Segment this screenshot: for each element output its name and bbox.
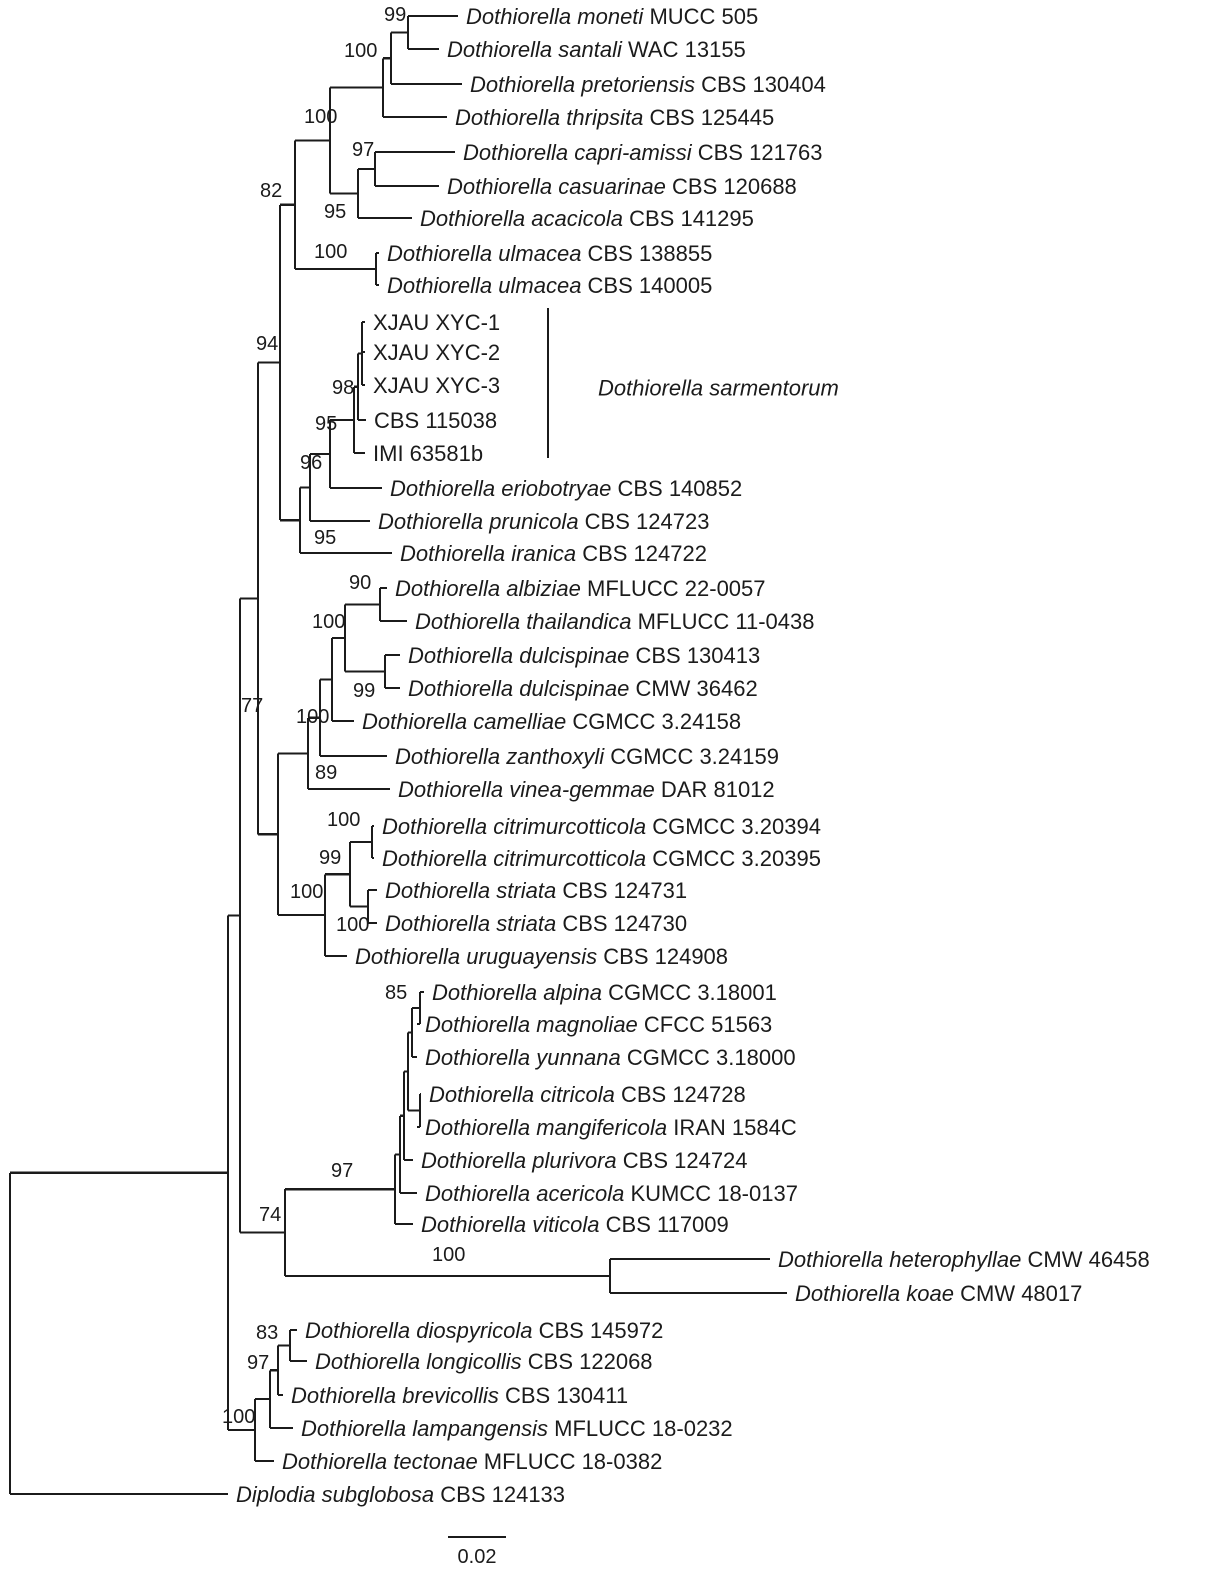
taxon-label: Dothiorella casuarinae CBS 120688	[447, 174, 797, 199]
bootstrap-value: 85	[385, 982, 407, 1004]
taxon-label: Dothiorella longicollis CBS 122068	[315, 1349, 653, 1374]
bootstrap-value: 74	[259, 1204, 281, 1226]
taxon-label: Dothiorella dulcispinae CMW 36462	[408, 676, 758, 701]
taxon-label: Dothiorella striata CBS 124731	[385, 878, 687, 903]
taxon-label: Dothiorella tectonae MFLUCC 18-0382	[282, 1449, 662, 1474]
taxon-label: Dothiorella ulmacea CBS 138855	[387, 241, 712, 266]
taxon-label: Dothiorella citrimurcotticola CGMCC 3.20…	[382, 814, 821, 839]
taxon-label: Dothiorella thailandica MFLUCC 11-0438	[415, 609, 814, 634]
bootstrap-value: 97	[331, 1160, 353, 1182]
taxon-label: Dothiorella iranica CBS 124722	[400, 541, 707, 566]
taxon-label: XJAU XYC-2	[373, 340, 500, 365]
taxon-label: Dothiorella eriobotryae CBS 140852	[390, 476, 742, 501]
bootstrap-value: 77	[241, 695, 263, 717]
bootstrap-value: 95	[314, 527, 336, 549]
bootstrap-value: 89	[315, 762, 337, 784]
taxon-label: XJAU XYC-1	[373, 310, 500, 335]
bootstrap-value: 100	[344, 40, 377, 62]
bootstrap-value: 96	[300, 452, 322, 474]
taxon-label: Dothiorella viticola CBS 117009	[421, 1212, 729, 1237]
taxon-label: Dothiorella pretoriensis CBS 130404	[470, 72, 826, 97]
bootstrap-value: 99	[353, 680, 375, 702]
taxon-label: Dothiorella zanthoxyli CGMCC 3.24159	[395, 744, 779, 769]
bootstrap-value: 99	[319, 847, 341, 869]
taxon-label: Dothiorella vinea-gemmae DAR 81012	[398, 777, 775, 802]
taxon-label: Dothiorella ulmacea CBS 140005	[387, 273, 712, 298]
taxon-label: Dothiorella lampangensis MFLUCC 18-0232	[301, 1416, 733, 1441]
taxon-label: Dothiorella citrimurcotticola CGMCC 3.20…	[382, 846, 821, 871]
taxon-label: Diplodia subglobosa CBS 124133	[236, 1482, 565, 1507]
bootstrap-value: 99	[384, 4, 406, 26]
bootstrap-value: 100	[432, 1244, 465, 1266]
taxon-label: Dothiorella thripsita CBS 125445	[455, 105, 774, 130]
taxon-label: Dothiorella brevicollis CBS 130411	[291, 1383, 628, 1408]
taxon-label: CBS 115038	[374, 408, 497, 433]
bootstrap-value: 82	[260, 180, 282, 202]
taxon-label: Dothiorella plurivora CBS 124724	[421, 1148, 748, 1173]
taxon-label: Dothiorella heterophyllae CMW 46458	[778, 1247, 1150, 1272]
taxon-label: Dothiorella moneti MUCC 505	[466, 4, 758, 29]
taxon-label: Dothiorella acacicola CBS 141295	[420, 206, 754, 231]
bootstrap-value: 100	[314, 241, 347, 263]
taxon-label: Dothiorella acericola KUMCC 18-0137	[425, 1181, 798, 1206]
taxon-label: IMI 63581b	[373, 441, 483, 466]
taxon-label: Dothiorella santali WAC 13155	[447, 37, 746, 62]
bootstrap-value: 100	[304, 106, 337, 128]
bootstrap-value: 94	[256, 333, 278, 355]
taxon-label: Dothiorella alpina CGMCC 3.18001	[432, 980, 777, 1005]
bootstrap-value: 100	[327, 809, 360, 831]
taxon-label: Dothiorella prunicola CBS 124723	[378, 509, 709, 534]
taxon-label: XJAU XYC-3	[373, 373, 500, 398]
bootstrap-value: 95	[315, 413, 337, 435]
scale-bar-label: 0.02	[458, 1546, 497, 1568]
bootstrap-value: 100	[290, 881, 323, 903]
bootstrap-value: 100	[296, 706, 329, 728]
taxon-label: Dothiorella magnoliae CFCC 51563	[425, 1012, 772, 1037]
bootstrap-value: 95	[324, 201, 346, 223]
taxon-label: Dothiorella capri-amissi CBS 121763	[463, 140, 823, 165]
taxon-label: Dothiorella yunnana CGMCC 3.18000	[425, 1045, 796, 1070]
taxon-label: Dothiorella citricola CBS 124728	[429, 1082, 746, 1107]
taxon-label: Dothiorella uruguayensis CBS 124908	[355, 944, 728, 969]
bootstrap-value: 83	[256, 1322, 278, 1344]
taxon-label: Dothiorella camelliae CGMCC 3.24158	[362, 709, 741, 734]
taxon-label: Dothiorella dulcispinae CBS 130413	[408, 643, 760, 668]
taxon-label: Dothiorella albiziae MFLUCC 22-0057	[395, 576, 766, 601]
bootstrap-value: 97	[247, 1352, 269, 1374]
bootstrap-value: 97	[352, 139, 374, 161]
bootstrap-value: 90	[349, 572, 371, 594]
taxon-label: Dothiorella diospyricola CBS 145972	[305, 1318, 663, 1343]
taxon-label: Dothiorella koae CMW 48017	[795, 1281, 1082, 1306]
bootstrap-value: 100	[336, 914, 369, 936]
bootstrap-value: 98	[332, 377, 354, 399]
bootstrap-value: 100	[222, 1406, 255, 1428]
clade-annotation-label: Dothiorella sarmentorum	[598, 376, 839, 401]
bootstrap-value: 100	[312, 611, 345, 633]
taxon-label: Dothiorella mangifericola IRAN 1584C	[425, 1115, 797, 1140]
taxon-label: Dothiorella striata CBS 124730	[385, 911, 687, 936]
